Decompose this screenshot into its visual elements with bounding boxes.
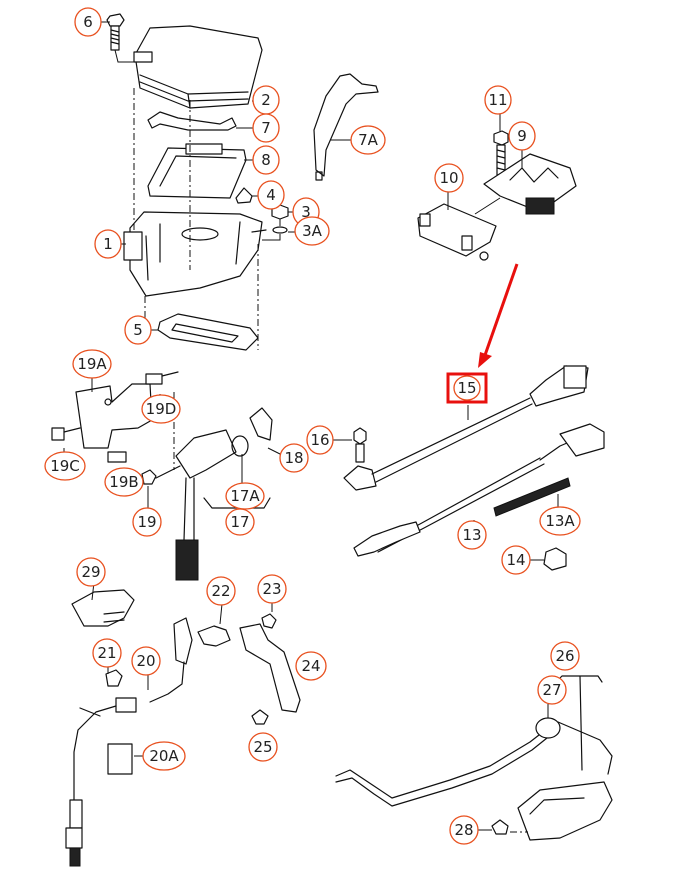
callout-19a[interactable]: 19A — [72, 349, 112, 379]
callout-3a[interactable]: 3A — [294, 216, 330, 246]
callout-label: 19C — [50, 457, 80, 475]
callout-19b[interactable]: 19B — [104, 467, 144, 497]
callout-7a[interactable]: 7A — [350, 125, 386, 155]
callout-19d[interactable]: 19D — [141, 394, 181, 424]
callout-label: 11 — [488, 91, 507, 109]
callout-label: 7A — [358, 131, 379, 149]
callout-label: 27 — [542, 681, 561, 699]
callout-label: 24 — [301, 657, 320, 675]
callout-17[interactable]: 17 — [225, 508, 255, 536]
callout-19c[interactable]: 19C — [44, 451, 86, 481]
callout-20[interactable]: 20 — [131, 646, 161, 676]
callout-25[interactable]: 25 — [248, 732, 278, 762]
callout-24[interactable]: 24 — [295, 651, 327, 681]
callout-26[interactable]: 26 — [550, 641, 580, 671]
callout-17a[interactable]: 17A — [225, 482, 265, 510]
callout-label: 9 — [517, 127, 527, 145]
callout-5[interactable]: 5 — [124, 315, 152, 345]
callout-11[interactable]: 11 — [484, 85, 512, 115]
callout-label: 20 — [136, 652, 155, 670]
callout-label: 22 — [211, 582, 230, 600]
callout-22[interactable]: 22 — [206, 576, 236, 606]
callout-label: 15 — [457, 379, 476, 397]
callout-label: 14 — [506, 551, 525, 569]
callout-label: 3A — [302, 222, 323, 240]
housing-1-drawing — [123, 211, 267, 297]
callout-label: 20A — [149, 747, 179, 765]
callout-label: 19B — [109, 473, 138, 491]
callout-18[interactable]: 18 — [279, 443, 309, 473]
callout-28[interactable]: 28 — [449, 815, 479, 845]
callout-label: 25 — [253, 738, 272, 756]
highlight-box — [446, 372, 488, 404]
callout-label: 17A — [230, 487, 260, 505]
callout-label: 5 — [133, 321, 143, 339]
callout-label: 16 — [310, 431, 329, 449]
callout-29[interactable]: 29 — [76, 557, 106, 587]
bolt-6-drawing — [106, 13, 140, 63]
pressure-sensor-group — [65, 589, 301, 867]
callout-label: 23 — [262, 580, 281, 598]
callout-label: 17 — [230, 513, 249, 531]
callout-1[interactable]: 1 — [94, 229, 122, 259]
callout-23[interactable]: 23 — [257, 574, 287, 604]
gasket-5-drawing — [157, 313, 259, 351]
washer-3a-drawing — [272, 226, 288, 234]
callout-16[interactable]: 16 — [306, 425, 334, 455]
speed-sensor-group — [51, 371, 273, 581]
callout-label: 2 — [261, 91, 271, 109]
callout-label: 19A — [77, 355, 107, 373]
callout-label: 13A — [545, 512, 575, 530]
callout-label: 10 — [439, 169, 458, 187]
callout-label: 1 — [103, 235, 113, 253]
highlight-arrow — [478, 263, 519, 368]
clip-7-drawing — [147, 111, 237, 131]
callout-label: 13 — [462, 526, 481, 544]
ecu-housing-group — [106, 13, 289, 351]
callout-6[interactable]: 6 — [74, 7, 102, 37]
callout-8[interactable]: 8 — [252, 145, 280, 175]
callout-label: 3 — [301, 203, 311, 221]
relay-mount-group — [417, 130, 577, 261]
cap-4-drawing — [235, 187, 253, 204]
callout-27[interactable]: 27 — [537, 675, 567, 705]
callout-label: 29 — [81, 563, 100, 581]
callout-21[interactable]: 21 — [92, 638, 122, 668]
callout-label: 4 — [266, 186, 276, 204]
callout-label: 19 — [137, 513, 156, 531]
knock-sensor-group — [343, 365, 605, 571]
callout-10[interactable]: 10 — [434, 163, 464, 193]
egt-sensor-group — [335, 675, 613, 841]
callout-label: 21 — [97, 644, 116, 662]
callout-20a[interactable]: 20A — [142, 741, 186, 771]
callout-label: 18 — [284, 449, 303, 467]
callout-label: 19D — [146, 400, 177, 418]
callout-13a[interactable]: 13A — [539, 506, 581, 536]
callout-label: 26 — [555, 647, 574, 665]
callout-19[interactable]: 19 — [132, 507, 162, 537]
callout-7[interactable]: 7 — [252, 113, 280, 143]
callout-14[interactable]: 14 — [501, 545, 531, 575]
ecu-8-drawing — [147, 143, 247, 199]
callout-label: 8 — [261, 151, 271, 169]
callout-9[interactable]: 9 — [508, 121, 536, 151]
bracket-7a-drawing — [313, 73, 379, 177]
callout-4[interactable]: 4 — [257, 180, 285, 210]
cover-2-drawing — [133, 25, 263, 109]
callout-label: 7 — [261, 119, 271, 137]
callout-label: 6 — [83, 13, 93, 31]
callout-13[interactable]: 13 — [457, 520, 487, 550]
callout-2[interactable]: 2 — [252, 85, 280, 115]
callout-15[interactable]: 15 — [446, 372, 488, 404]
callout-label: 28 — [454, 821, 473, 839]
bracket-7a-slot — [315, 171, 323, 181]
